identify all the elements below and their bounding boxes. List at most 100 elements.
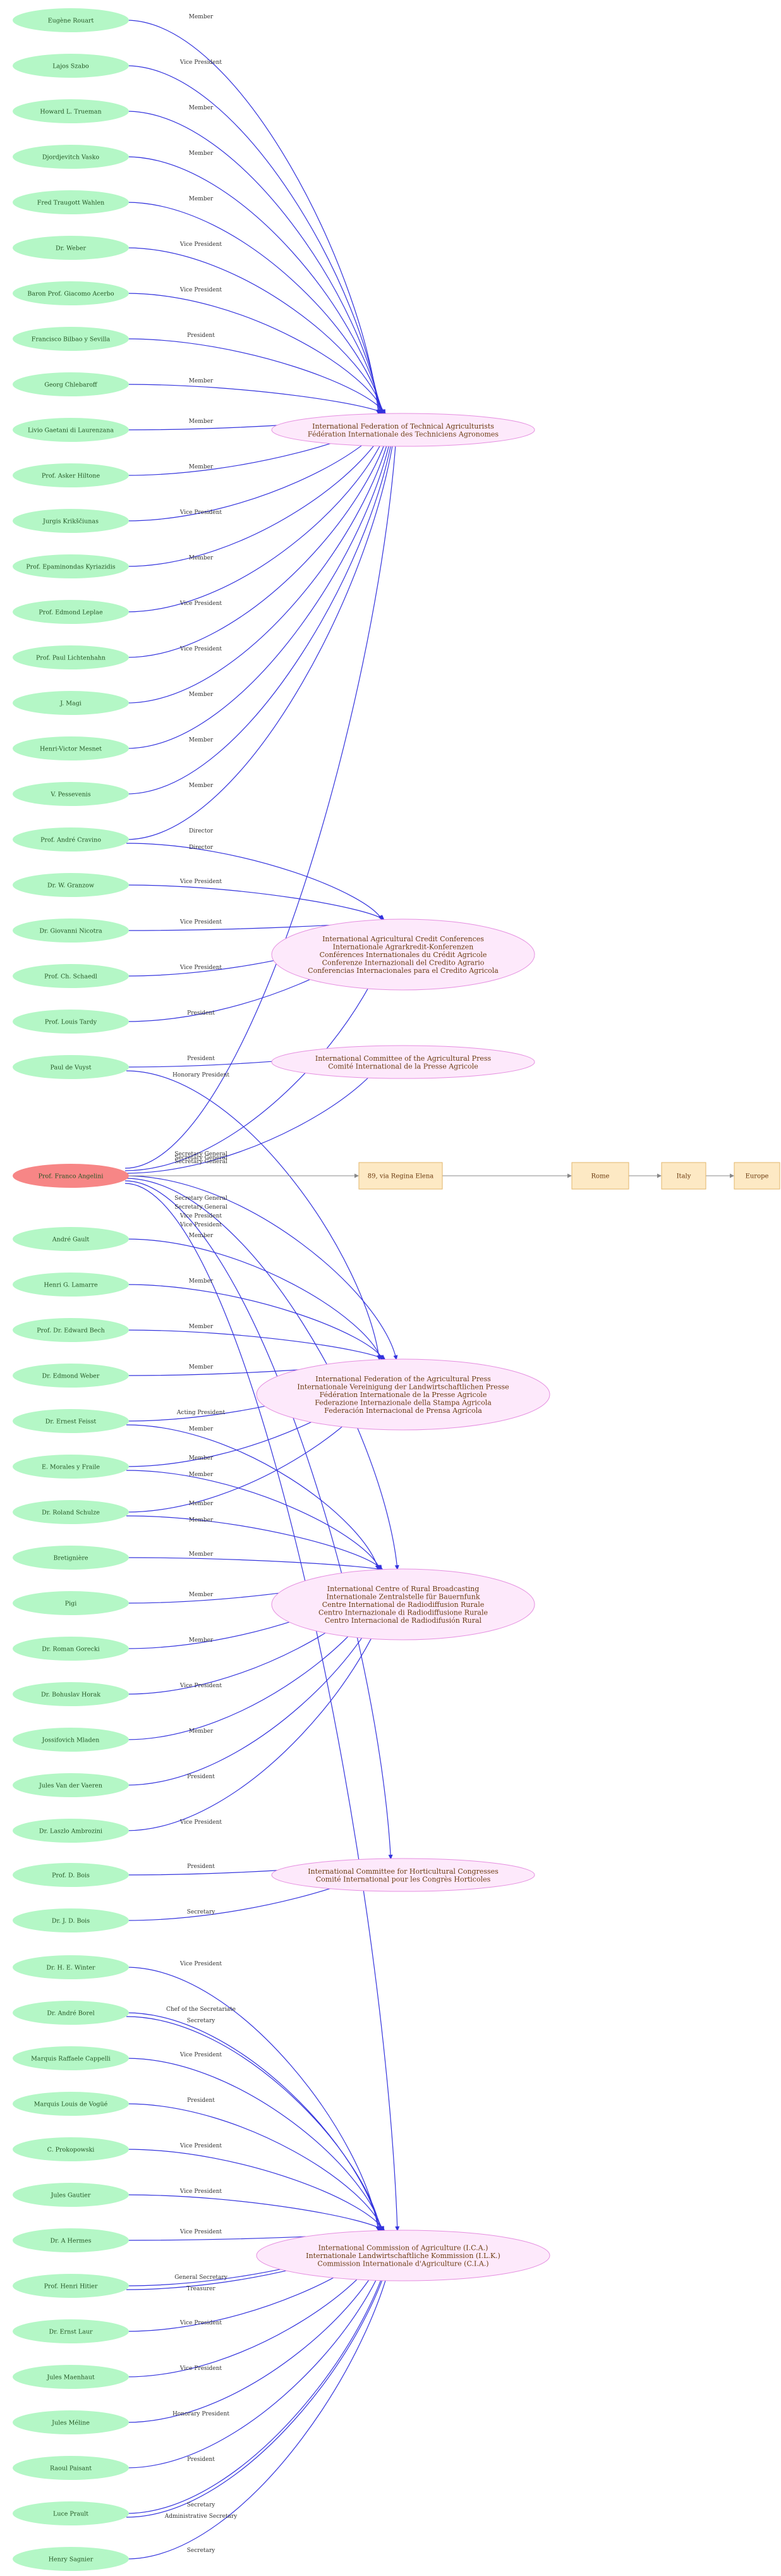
person-node[interactable]: V. Pessevenis bbox=[13, 782, 129, 806]
edge-label-henri-victor-mesnet-0: Member bbox=[189, 737, 214, 743]
person-label: Dr. H. E. Winter bbox=[46, 1965, 95, 1972]
person-node[interactable]: Bretignière bbox=[13, 1546, 129, 1570]
place-node-addr[interactable]: 89, via Regina Elena bbox=[358, 1162, 443, 1190]
person-node[interactable]: Marquis Louis de Vogüé bbox=[13, 2092, 129, 2116]
person-node[interactable]: Eugène Rouart bbox=[13, 8, 129, 32]
edge-dr-andre-borel-ica bbox=[126, 2012, 380, 2232]
person-node[interactable]: Fred Traugott Wahlen bbox=[13, 190, 129, 214]
center-person-node[interactable]: Prof. Franco Angelini bbox=[13, 1164, 129, 1188]
person-node[interactable]: Livio Gaetani di Laurenzana bbox=[13, 418, 129, 442]
edge-label-jurgis-kriksciunas-0: Vice President bbox=[179, 510, 222, 516]
edge-label-center-1: Secretary General bbox=[174, 1155, 227, 1161]
person-label: Prof. Paul Lichtenhahn bbox=[36, 655, 106, 662]
person-node[interactable]: E. Morales y Fraile bbox=[13, 1455, 129, 1479]
person-node[interactable]: Francisco Bilbao y Sevilla bbox=[13, 327, 129, 351]
person-node[interactable]: J. Magi bbox=[13, 691, 129, 715]
person-node[interactable]: Prof. Ch. Schaedl bbox=[13, 964, 129, 988]
person-label: Francisco Bilbao y Sevilla bbox=[32, 336, 111, 343]
person-node[interactable]: Henri-Victor Mesnet bbox=[13, 736, 129, 760]
person-node[interactable]: Prof. André Cravino bbox=[13, 827, 129, 852]
person-node[interactable]: Dr. A Hermes bbox=[13, 2228, 129, 2252]
person-node[interactable]: Prof. Epaminondas Kyriazidis bbox=[13, 554, 129, 578]
person-ellipse bbox=[13, 827, 129, 852]
person-label: Prof. André Cravino bbox=[40, 837, 101, 844]
person-node[interactable]: Prof. D. Bois bbox=[13, 1863, 129, 1887]
org-node-icrb[interactable]: International Centre of Rural Broadcasti… bbox=[271, 1568, 535, 1640]
person-node[interactable]: Henri G. Lamarre bbox=[13, 1273, 129, 1297]
person-node[interactable]: Dr. Roland Schulze bbox=[13, 1500, 129, 1524]
edge-djordjevitch-vasko-ifta bbox=[126, 156, 382, 415]
org-node-ifta[interactable]: International Federation of Technical Ag… bbox=[271, 413, 535, 447]
person-node[interactable]: Prof. Dr. Edward Bech bbox=[13, 1318, 129, 1342]
person-label: Dr. W. Granzow bbox=[47, 882, 94, 889]
person-node[interactable]: André Gault bbox=[13, 1227, 129, 1251]
edge-label-jossifovich-mladen-0: Member bbox=[189, 1728, 214, 1735]
place-node-europe[interactable]: Europe bbox=[734, 1162, 780, 1190]
person-node[interactable]: Raoul Paisant bbox=[13, 2456, 129, 2480]
person-node[interactable]: Prof. Edmond Leplae bbox=[13, 600, 129, 624]
person-node[interactable]: C. Prokopowski bbox=[13, 2137, 129, 2161]
edge-label-prof-andre-cravino-1: Director bbox=[189, 845, 214, 851]
person-node[interactable]: Jules Méline bbox=[13, 2410, 129, 2434]
person-node[interactable]: Luce Prault bbox=[13, 2501, 129, 2525]
person-node[interactable]: Dr. Ernst Laur bbox=[13, 2319, 129, 2343]
person-node[interactable]: Dr. Roman Gorecki bbox=[13, 1637, 129, 1661]
person-label: Dr. J. D. Bois bbox=[52, 1918, 90, 1925]
person-ellipse bbox=[13, 509, 129, 533]
person-node[interactable]: Dr. Bohuslav Horak bbox=[13, 1682, 129, 1706]
person-node[interactable]: Baron Prof. Giacomo Acerbo bbox=[13, 281, 129, 305]
place-label: Europe bbox=[746, 1173, 769, 1180]
person-node[interactable]: Dr. Weber bbox=[13, 236, 129, 260]
person-ellipse bbox=[13, 1409, 129, 1433]
person-label: C. Prokopowski bbox=[47, 2147, 95, 2154]
place-edge-0-arrowhead bbox=[354, 1173, 359, 1178]
person-node[interactable]: Paul de Vuyst bbox=[13, 1055, 129, 1079]
person-ellipse bbox=[13, 736, 129, 760]
person-node[interactable]: Jules Gautier bbox=[13, 2183, 129, 2207]
person-node[interactable]: Marquis Raffaele Cappelli bbox=[13, 2046, 129, 2070]
person-node[interactable]: Prof. Paul Lichtenhahn bbox=[13, 645, 129, 669]
place-edge-2-arrowhead bbox=[657, 1173, 662, 1178]
person-node[interactable]: Howard L. Trueman bbox=[13, 99, 129, 123]
person-label: Prof. Edmond Leplae bbox=[39, 609, 103, 616]
person-node[interactable]: Georg Chlebaroff bbox=[13, 372, 129, 396]
person-node[interactable]: Dr. W. Granzow bbox=[13, 873, 129, 897]
person-node[interactable]: Pigi bbox=[13, 1591, 129, 1615]
person-node[interactable]: Jurgis Krikščiunas bbox=[13, 509, 129, 533]
edge-label-prof-ch-schaedl-0: Vice President bbox=[179, 965, 222, 971]
place-node-italy[interactable]: Italy bbox=[661, 1162, 706, 1190]
org-node-ichc[interactable]: International Committee for Horticultura… bbox=[271, 1858, 535, 1892]
edge-label-prof-epaminondas-kyriazidis-0: Member bbox=[189, 555, 214, 561]
place-node-rome[interactable]: Rome bbox=[571, 1162, 629, 1190]
person-node[interactable]: Jules Van der Vaeren bbox=[13, 1773, 129, 1797]
edge-howard-l-trueman-ifta bbox=[126, 111, 381, 415]
person-node[interactable]: Prof. Asker Hiltone bbox=[13, 463, 129, 487]
person-node[interactable]: Prof. Henri Hitier bbox=[13, 2274, 129, 2298]
person-node[interactable]: Dr. Ernest Feisst bbox=[13, 1409, 129, 1433]
edge-label-luce-prault-1: Administrative Secretary bbox=[164, 2513, 238, 2520]
person-node[interactable]: Dr. Giovanni Nicotra bbox=[13, 919, 129, 943]
person-label: Henri-Victor Mesnet bbox=[40, 746, 102, 753]
person-label: Prof. Henri Hitier bbox=[44, 2283, 98, 2290]
person-node[interactable]: Prof. Louis Tardy bbox=[13, 1010, 129, 1034]
person-node[interactable]: Dr. H. E. Winter bbox=[13, 1955, 129, 1979]
person-node[interactable]: Dr. Edmond Weber bbox=[13, 1364, 129, 1388]
edge-dr-ernest-feisst-icrb bbox=[126, 1424, 379, 1571]
edge-label-raoul-paisant-0: President bbox=[187, 2457, 215, 2463]
person-node[interactable]: Djordjevitch Vasko bbox=[13, 145, 129, 169]
person-node[interactable]: Dr. Laszlo Ambrozini bbox=[13, 1819, 129, 1843]
person-node[interactable]: Dr. J. D. Bois bbox=[13, 1908, 129, 1932]
person-node[interactable]: Dr. André Borel bbox=[13, 2001, 129, 2025]
org-node-iacc[interactable]: International Agricultural Credit Confer… bbox=[271, 919, 535, 991]
edge-label-dr-laszlo-ambrozini-0: Vice President bbox=[179, 1819, 222, 1826]
person-node[interactable]: Henry Sagnier bbox=[13, 2547, 129, 2571]
org-node-ifap[interactable]: International Federation of the Agricult… bbox=[256, 1358, 550, 1431]
person-node[interactable]: Jossifovich Mladen bbox=[13, 1728, 129, 1752]
org-node-icap[interactable]: International Committee of the Agricultu… bbox=[271, 1045, 535, 1079]
person-node[interactable]: Lajos Szabo bbox=[13, 54, 129, 78]
person-node[interactable]: Jules Maenhaut bbox=[13, 2365, 129, 2389]
org-node-ica[interactable]: International Commission of Agriculture … bbox=[256, 2230, 550, 2281]
edge-center-ica-arrowhead bbox=[395, 2226, 400, 2231]
org-ellipse bbox=[271, 1568, 535, 1640]
